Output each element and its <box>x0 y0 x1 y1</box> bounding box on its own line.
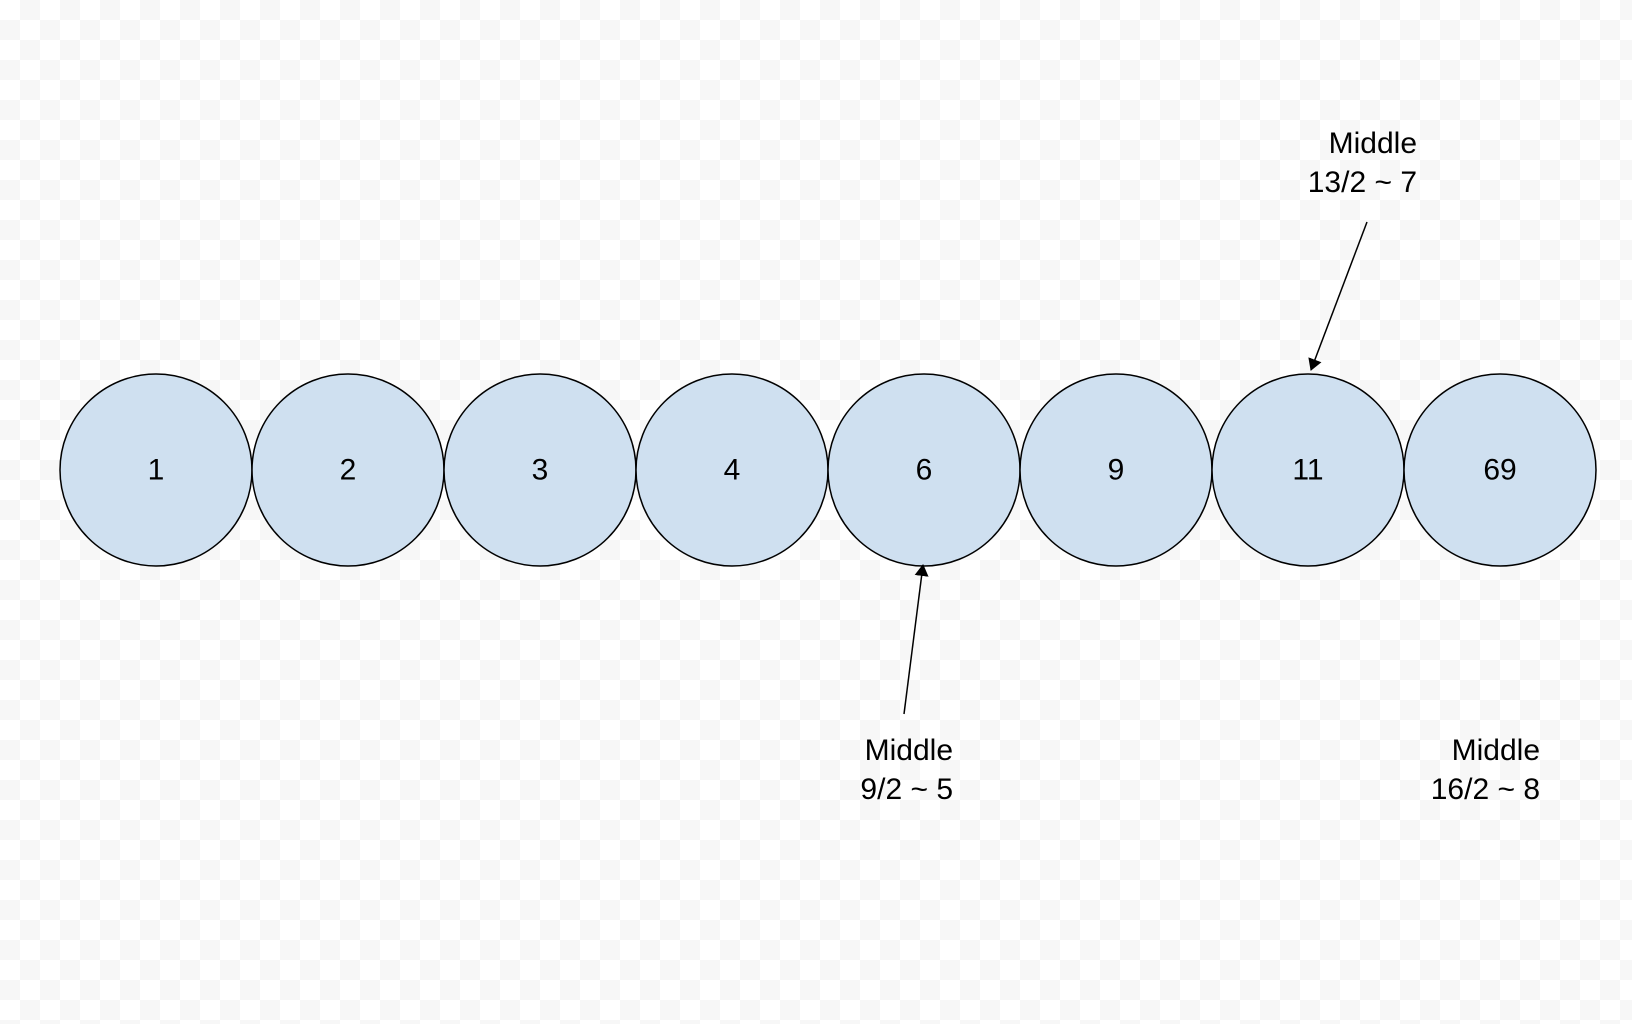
array-node: 4 <box>635 373 829 567</box>
node-value: 4 <box>724 454 741 487</box>
array-node: 1 <box>59 373 253 567</box>
array-node: 11 <box>1211 373 1405 567</box>
annotation-title: Middle <box>1328 127 1417 160</box>
annotation-formula: 9/2 ~ 5 <box>860 773 953 806</box>
node-value: 9 <box>1108 454 1125 487</box>
node-value: 1 <box>148 454 165 487</box>
annotation-title: Middle <box>1451 734 1540 767</box>
node-value: 2 <box>340 454 357 487</box>
arrow-to-node-11 <box>1308 221 1368 371</box>
middle-annotation-13-2: Middle 13/2 ~ 7 <box>1255 124 1417 202</box>
node-circle <box>1403 373 1597 567</box>
array-node: 9 <box>1019 373 1213 567</box>
array-node: 69 <box>1403 373 1597 567</box>
annotation-title: Middle <box>864 734 953 767</box>
arrow-to-node-6 <box>903 564 929 715</box>
node-value: 11 <box>1292 454 1323 487</box>
middle-annotation-9-2: Middle 9/2 ~ 5 <box>785 731 953 809</box>
array-node: 6 <box>827 373 1021 567</box>
annotation-formula: 16/2 ~ 8 <box>1430 773 1540 806</box>
annotation-formula: 13/2 ~ 7 <box>1307 166 1417 199</box>
node-value: 69 <box>1483 454 1516 487</box>
array-node: 3 <box>443 373 637 567</box>
node-value: 3 <box>532 454 549 487</box>
array-node: 2 <box>251 373 445 567</box>
middle-annotation-16-2: Middle 16/2 ~ 8 <box>1340 731 1540 809</box>
node-value: 6 <box>916 454 933 487</box>
